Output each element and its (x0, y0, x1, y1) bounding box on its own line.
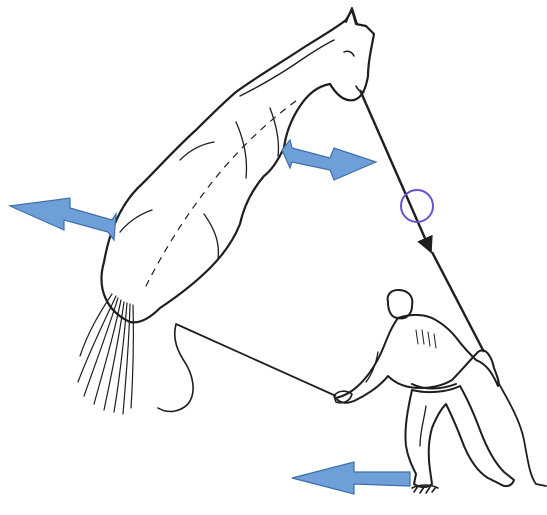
horse-eye (344, 51, 354, 56)
horse-tail (78, 294, 133, 414)
horse-stifle-contour (180, 142, 214, 160)
whip-shaft (176, 324, 336, 396)
handler-icon (334, 290, 514, 487)
handler-torso (336, 315, 499, 403)
lunge-line (360, 90, 546, 486)
horse-spine (146, 98, 300, 286)
handler-legs (405, 386, 514, 487)
horse-shoulder-arrow (282, 140, 376, 180)
handler-step-arrow (292, 462, 410, 494)
lunge-line-slack (498, 382, 546, 486)
handler-leg-crease (420, 406, 426, 446)
lunge-line-lower (432, 252, 484, 352)
lunge-line-upper (360, 90, 431, 252)
horse-hip-contour (120, 210, 152, 232)
handler-head (388, 290, 413, 318)
horse-barrel-contour (236, 122, 247, 178)
horse-ear (346, 8, 357, 24)
horse-belly-contour (204, 214, 218, 258)
whip-lash (158, 324, 193, 411)
horse-icon (78, 8, 374, 414)
handler-chest-shading (416, 330, 436, 348)
whip-icon (158, 324, 336, 411)
handler-arm-crease (366, 352, 378, 382)
horse-shoulder-contour (270, 108, 279, 156)
horse-hindquarter-arrow (10, 198, 116, 240)
